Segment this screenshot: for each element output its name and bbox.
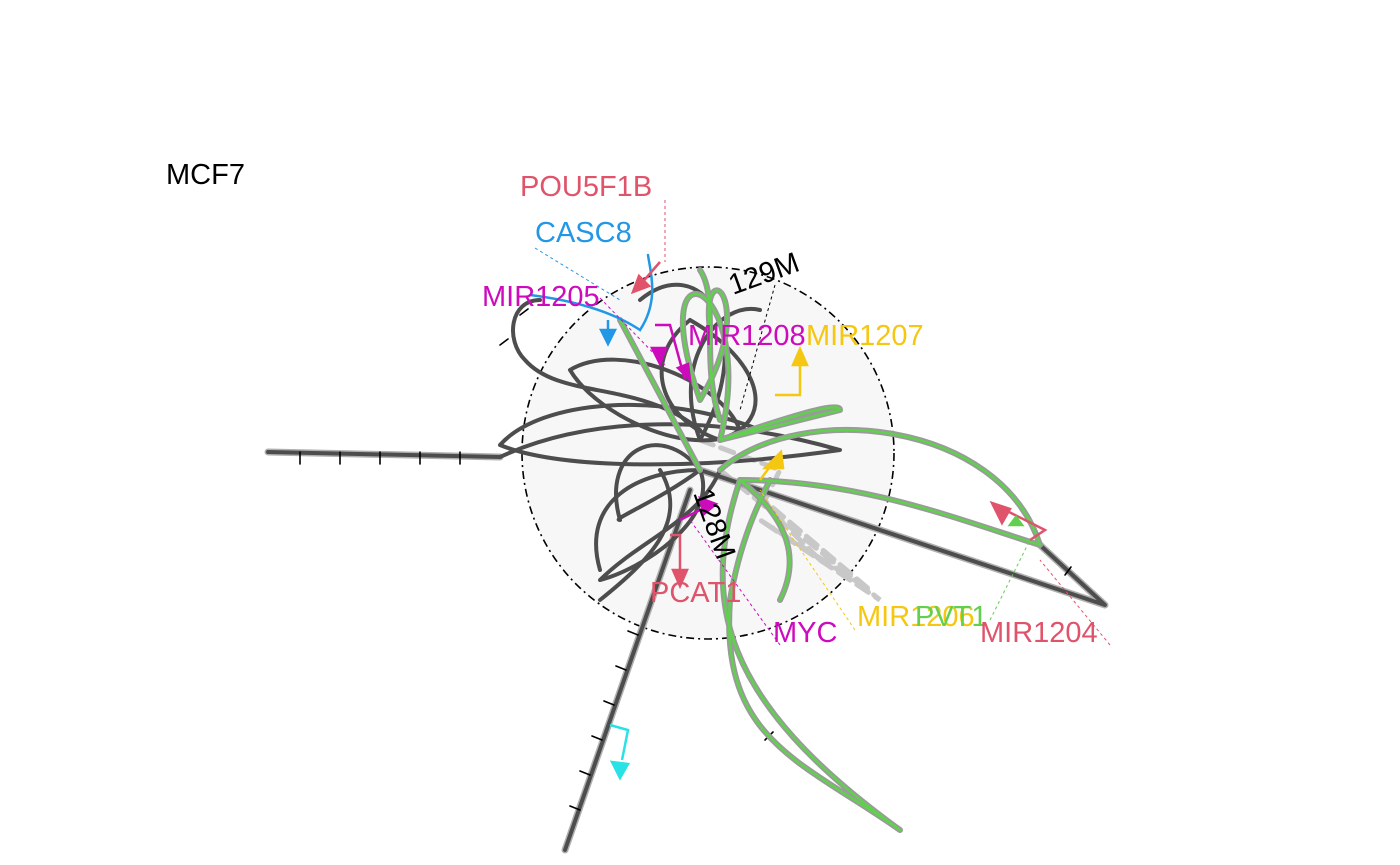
gene-label-mir1206: MIR1206 (857, 601, 975, 633)
gene-label-casc8: CASC8 (535, 217, 632, 249)
gene-markers (598, 261, 1048, 781)
gene-label-pcat1: PCAT1 (650, 577, 741, 609)
gene-label-mir1204: MIR1204 (980, 617, 1098, 649)
mir1204-arrow (1004, 508, 1048, 542)
gene-label-myc: MYC (773, 617, 837, 649)
pcat1-arrow (670, 533, 682, 570)
mir1208-arrow (655, 323, 687, 381)
gene-label-mir1205: MIR1205 (482, 281, 600, 313)
gene-label-mir1208: MIR1208 (688, 320, 806, 352)
leader-lines (534, 200, 1111, 646)
mir1207-arrow (775, 355, 802, 397)
cyan-gene-arrow (609, 723, 630, 761)
gene-label-pou5f1b: POU5F1B (520, 171, 652, 203)
chromatin-path (264, 282, 1109, 854)
plot-title: MCF7 (166, 159, 245, 191)
gene-label-pvt1: PVT1 (915, 601, 988, 633)
gene-label-mir1207: MIR1207 (806, 320, 924, 352)
